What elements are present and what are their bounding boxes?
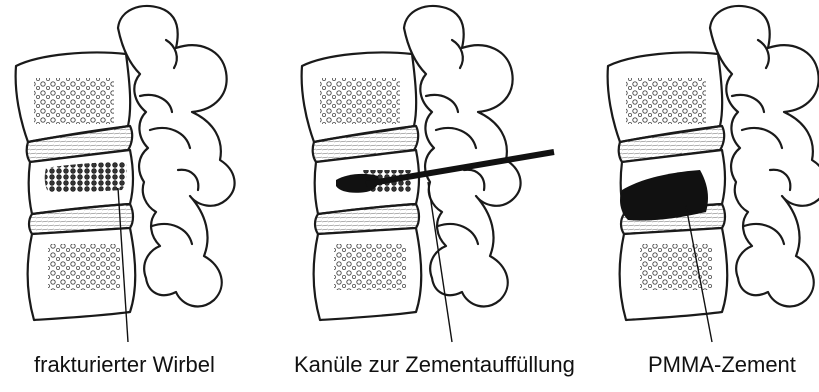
caption-fractured-vertebra: frakturierter Wirbel <box>34 352 215 378</box>
panel-pmma-cement <box>608 6 819 342</box>
panel-fractured-vertebra <box>16 6 235 342</box>
panel-cannula <box>302 6 554 342</box>
caption-pmma-cement: PMMA-Zement <box>648 352 796 378</box>
crushed-bone-region <box>45 162 127 192</box>
caption-cannula: Kanüle zur Zementauffüllung <box>294 352 575 378</box>
